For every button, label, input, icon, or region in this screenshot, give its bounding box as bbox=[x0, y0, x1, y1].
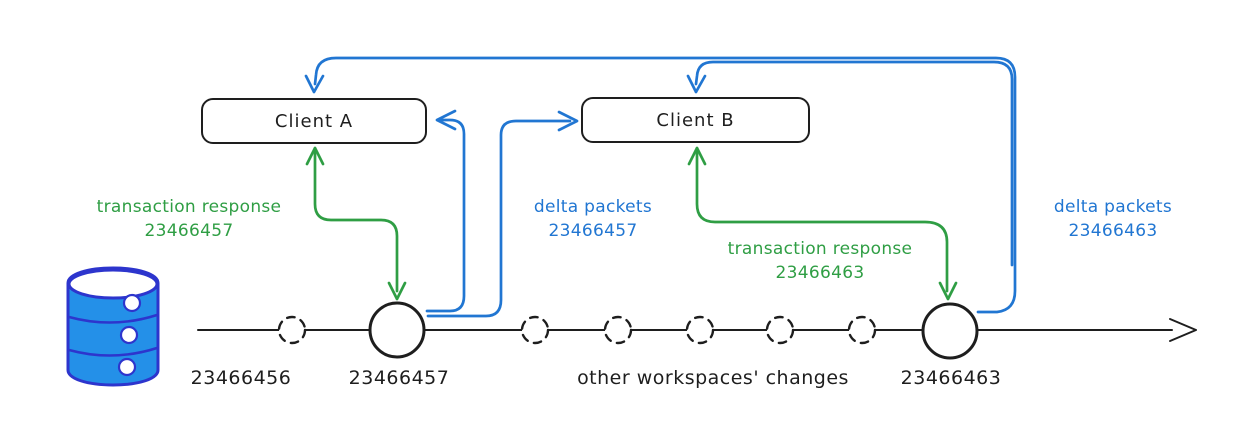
database-top bbox=[67, 268, 159, 300]
dashed-commit-circle bbox=[847, 315, 877, 345]
arrowhead-down-icon bbox=[304, 74, 325, 94]
dashed-commit-circle bbox=[277, 315, 307, 345]
dashed-commit-circle bbox=[685, 315, 715, 345]
database-led-dot bbox=[122, 293, 142, 313]
annotation-line: 23466457 bbox=[548, 221, 638, 241]
client-b-label: Client B bbox=[656, 109, 735, 131]
annotation-line: transaction response bbox=[96, 197, 282, 217]
client-b-node: Client B bbox=[581, 97, 810, 143]
txn-arrow-client-a bbox=[313, 150, 399, 293]
delta-packets-arrows-commit-a bbox=[425, 109, 579, 318]
transaction-response-a-annotation: transaction response 23466457 bbox=[64, 195, 314, 243]
arrowhead-down-icon bbox=[387, 281, 407, 301]
annotation-line: delta packets bbox=[533, 197, 653, 217]
dashed-commit-circle bbox=[765, 315, 795, 345]
timeline-label-other-changes: other workspaces' changes bbox=[577, 367, 849, 389]
client-a-node: Client A bbox=[201, 98, 427, 144]
timeline-label-commit-a: 23466457 bbox=[348, 367, 450, 389]
dashed-commit-circle bbox=[603, 315, 633, 345]
delta-arrow-top-to-client-b bbox=[694, 60, 1014, 267]
delta-packets-a-annotation: delta packets 23466457 bbox=[468, 195, 718, 243]
annotation-line: transaction response bbox=[727, 239, 913, 259]
arrowhead-down-icon bbox=[686, 74, 707, 94]
arrowhead-up-icon bbox=[687, 146, 707, 166]
txn-arrow-client-b bbox=[695, 150, 949, 293]
commit-node-23466463 bbox=[921, 302, 979, 360]
commit-nodes bbox=[368, 301, 979, 360]
delta-arrow-top-to-client-a bbox=[313, 56, 1017, 314]
database-led-dot bbox=[119, 325, 139, 345]
database-led-dot bbox=[117, 357, 137, 377]
database-separator bbox=[67, 313, 159, 324]
timeline-label-prev-commit: 23466456 bbox=[190, 367, 292, 389]
arrowhead-down-icon bbox=[938, 281, 958, 301]
delta-arrow-to-client-b bbox=[426, 119, 572, 318]
annotation-line: 23466463 bbox=[1068, 221, 1158, 241]
database-separator bbox=[67, 346, 159, 357]
timeline-arrowhead-icon bbox=[1169, 318, 1197, 342]
delta-packets-arrows-commit-b bbox=[304, 56, 1017, 314]
database-icon bbox=[66, 266, 160, 387]
delta-packets-b-annotation: delta packets 23466463 bbox=[988, 195, 1236, 243]
arrowhead-left-icon bbox=[435, 109, 457, 131]
timeline-axis bbox=[197, 318, 1197, 342]
client-a-label: Client A bbox=[274, 110, 354, 132]
timeline-label-commit-b: 23466463 bbox=[900, 367, 1002, 389]
transaction-response-b-annotation: transaction response 23466463 bbox=[695, 237, 945, 285]
annotation-line: 23466463 bbox=[775, 263, 865, 283]
dashed-commit-circle bbox=[520, 315, 550, 345]
arrowhead-up-icon bbox=[305, 146, 325, 166]
arrowhead-right-icon bbox=[557, 110, 579, 132]
annotation-line: delta packets bbox=[1053, 197, 1173, 217]
dashed-commit-circles bbox=[277, 315, 877, 345]
annotation-line: 23466457 bbox=[144, 221, 234, 241]
transaction-response-arrows bbox=[305, 146, 958, 301]
delta-arrow-to-client-a bbox=[425, 118, 466, 313]
commit-node-23466457 bbox=[368, 301, 426, 359]
